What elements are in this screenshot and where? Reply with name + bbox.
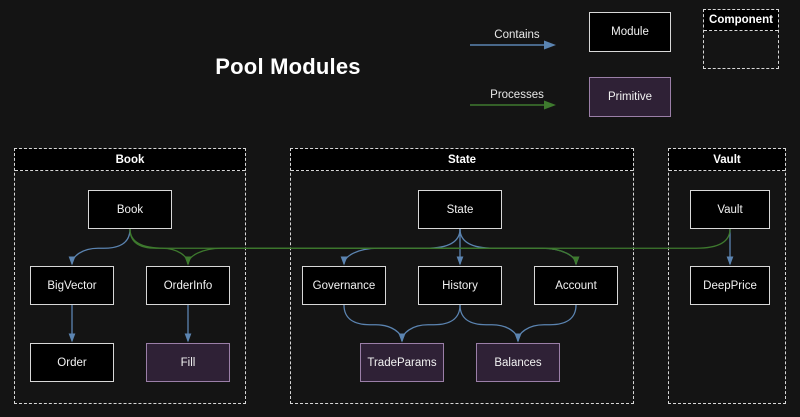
- node-fill-label: Fill: [180, 356, 196, 369]
- node-history-label: History: [442, 279, 478, 292]
- legend-primitive-sample-box: Primitive: [589, 77, 671, 117]
- node-orderinfo[interactable]: OrderInfo: [146, 266, 230, 305]
- node-bigvector-label: BigVector: [47, 279, 97, 292]
- node-orderinfo-label: OrderInfo: [163, 279, 213, 292]
- legend-module-label: Module: [611, 26, 649, 38]
- group-book: Book: [14, 148, 246, 404]
- node-tradeparams[interactable]: TradeParams: [360, 343, 444, 382]
- legend-component-label: Component: [704, 10, 778, 31]
- node-order-label: Order: [57, 356, 87, 369]
- legend-processes-label: Processes: [490, 89, 544, 101]
- node-book-label: Book: [116, 203, 144, 216]
- node-book[interactable]: Book: [88, 190, 172, 229]
- node-balances[interactable]: Balances: [476, 343, 560, 382]
- page-title: Pool Modules: [215, 54, 361, 79]
- node-vault-label: Vault: [717, 203, 743, 216]
- node-bigvector[interactable]: BigVector: [30, 266, 114, 305]
- group-book-title: Book: [15, 149, 245, 171]
- group-vault-title: Vault: [669, 149, 785, 171]
- node-governance[interactable]: Governance: [302, 266, 386, 305]
- node-tradeparams-label: TradeParams: [367, 356, 437, 369]
- node-order[interactable]: Order: [30, 343, 114, 382]
- node-balances-label: Balances: [494, 356, 542, 369]
- legend-primitive-label: Primitive: [607, 91, 653, 103]
- group-state: State: [290, 148, 634, 404]
- node-account[interactable]: Account: [534, 266, 618, 305]
- node-vault[interactable]: Vault: [690, 190, 770, 229]
- group-vault: Vault: [668, 148, 786, 404]
- node-account-label: Account: [555, 279, 597, 292]
- node-deepprice[interactable]: DeepPrice: [690, 266, 770, 305]
- legend-processes-arrow-icon: [470, 100, 556, 110]
- legend-contains-arrow-icon: [470, 40, 556, 50]
- legend-contains-label: Contains: [494, 29, 540, 41]
- node-history[interactable]: History: [418, 266, 502, 305]
- node-deepprice-label: DeepPrice: [703, 279, 757, 292]
- node-governance-label: Governance: [312, 279, 376, 292]
- legend-module-sample-box: Module: [589, 12, 671, 52]
- legend-component-sample-box: Component: [703, 9, 779, 69]
- node-state[interactable]: State: [418, 190, 502, 229]
- node-state-label: State: [446, 203, 474, 216]
- node-fill[interactable]: Fill: [146, 343, 230, 382]
- group-state-title: State: [291, 149, 633, 171]
